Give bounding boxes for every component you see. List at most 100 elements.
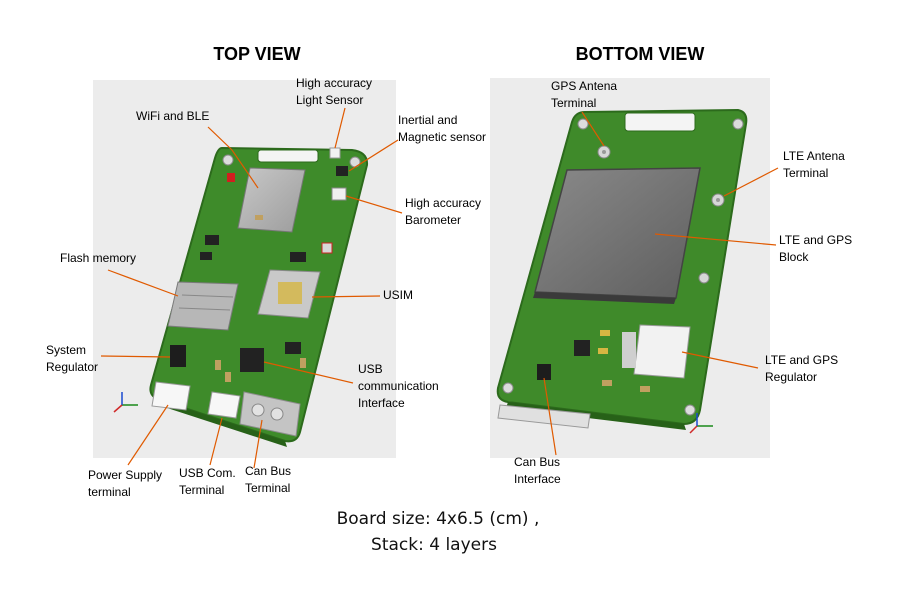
top-axis-z (113, 404, 123, 413)
label-flash-memory: Flash memory (60, 251, 136, 265)
top-ic-small-2 (200, 252, 212, 260)
can-bus-screw-2 (270, 407, 284, 421)
label-light-sensor-1: High accuracy (296, 76, 372, 90)
can-bus-screw-1 (251, 403, 265, 417)
label-lte-regulator-1: LTE and GPS (765, 353, 838, 367)
gps-antenna-connector-center (602, 150, 606, 154)
label-wifi-ble: WiFi and BLE (136, 109, 209, 123)
leader-lte-regulator (681, 351, 759, 369)
top-cap-1 (215, 360, 221, 370)
bottom-view-title: BOTTOM VIEW (576, 44, 705, 64)
top-cap-2 (225, 372, 231, 382)
lte-antenna-connector-center (716, 198, 720, 202)
top-mount-hole-tl (222, 154, 234, 166)
leader-can-bus (253, 419, 263, 469)
label-inertial-2: Magnetic sensor (398, 130, 486, 144)
bottom-mount-hole-br (684, 404, 696, 416)
inertial-sensor-chip (336, 166, 348, 176)
bottom-mount-hole-tr (732, 118, 744, 130)
leader-wifi (207, 126, 259, 189)
leader-inertial (348, 139, 399, 172)
top-ic-small-4 (285, 342, 301, 354)
bottom-cap-4 (640, 386, 650, 392)
label-usb-interface-3: Interface (358, 396, 405, 410)
label-gps-antenna-1: GPS Antena (551, 79, 617, 93)
label-inertial-1: Inertial and (398, 113, 457, 127)
label-can-bus-terminal-1: Can Bus (245, 464, 291, 478)
leader-lte-antenna (723, 167, 779, 197)
label-lte-antenna-2: Terminal (783, 166, 828, 180)
top-cap-3 (300, 358, 306, 368)
label-barometer-2: Barometer (405, 213, 461, 227)
caption-stack: Stack: 4 layers (371, 535, 497, 555)
label-usb-interface-1: USB (358, 362, 383, 376)
label-lte-block-2: Block (779, 250, 809, 264)
leader-usim (311, 295, 381, 298)
label-system-regulator-2: Regulator (46, 360, 98, 374)
label-system-regulator-1: System (46, 343, 86, 357)
flash-slot-line-2 (178, 307, 231, 311)
can-bus-connector (239, 391, 301, 437)
label-can-bus-interface-1: Can Bus (514, 455, 560, 469)
top-red-led (227, 173, 235, 182)
leader-flash (107, 269, 179, 297)
lte-gps-module-side (533, 292, 676, 304)
label-usb-com-2: Terminal (179, 483, 224, 497)
top-pcb-edge (158, 400, 287, 447)
label-barometer-1: High accuracy (405, 196, 481, 210)
top-cap-4 (255, 215, 263, 220)
label-can-bus-interface-2: Interface (514, 472, 561, 486)
top-view-title: TOP VIEW (213, 44, 300, 64)
leader-barometer (345, 195, 403, 214)
leader-usb-interface (263, 361, 354, 384)
usb-com-connector (207, 391, 241, 419)
leader-light-sensor (334, 107, 346, 149)
bottom-axis-z (689, 425, 698, 434)
top-pcb-slot (257, 149, 319, 163)
top-view-panel (93, 80, 403, 469)
label-lte-antenna-1: LTE Antena (783, 149, 845, 163)
label-lte-block-1: LTE and GPS (779, 233, 852, 247)
top-ic-small-1 (205, 235, 219, 245)
leader-gps-antenna (581, 111, 605, 147)
bottom-pcb-slot (624, 112, 696, 132)
usim-contacts (278, 282, 302, 304)
can-bus-interface-chip (537, 364, 551, 380)
bottom-mount-hole-tl (577, 118, 589, 130)
bottom-small-connector (698, 272, 710, 284)
bottom-mount-hole-bl (502, 382, 514, 394)
lte-gps-regulator (633, 324, 691, 379)
top-red-led-right (321, 242, 333, 254)
bottom-ic-1 (574, 340, 590, 356)
usb-interface-chip (240, 348, 264, 372)
label-light-sensor-2: Light Sensor (296, 93, 363, 107)
leader-system-regulator (100, 355, 171, 358)
top-ic-small-3 (290, 252, 306, 262)
label-gps-antenna-2: Terminal (551, 96, 596, 110)
label-usim: USIM (383, 288, 413, 302)
leader-usb-com (209, 417, 223, 466)
label-usb-com-1: USB Com. (179, 466, 236, 480)
barometer-chip (331, 187, 347, 201)
label-power-supply-2: terminal (88, 485, 131, 499)
bottom-view-panel (490, 78, 779, 458)
bottom-cap-1 (600, 330, 610, 336)
leader-power (127, 404, 169, 466)
bottom-cap-2 (598, 348, 608, 354)
flash-memory-slot (167, 281, 239, 331)
bottom-pcb-edge (506, 402, 686, 430)
leader-lte-block (654, 233, 777, 246)
label-usb-interface-2: communication (358, 379, 439, 393)
caption-board-size: Board size: 4x6.5 (cm) , (337, 509, 540, 529)
leader-can-bus-interface (543, 377, 557, 456)
light-sensor-chip (329, 147, 341, 159)
bottom-connector-strip (497, 404, 591, 429)
label-can-bus-terminal-2: Terminal (245, 481, 290, 495)
regulator-pins (622, 332, 636, 368)
system-regulator-chip (170, 345, 186, 367)
bottom-cap-3 (602, 380, 612, 386)
label-power-supply-1: Power Supply (88, 468, 162, 482)
flash-slot-line-1 (181, 294, 234, 298)
power-supply-connector (151, 381, 191, 411)
